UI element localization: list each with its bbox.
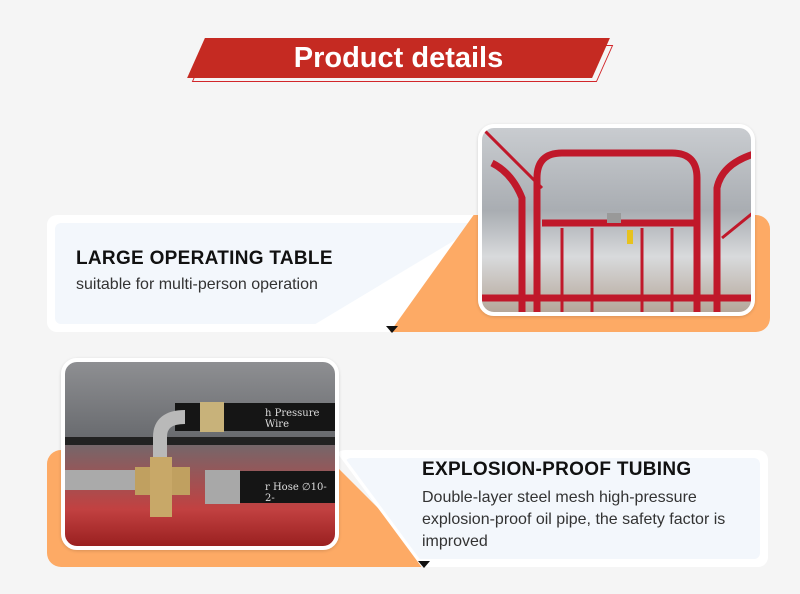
hose-photo: h Pressure Wire r Hose ∅10-2-: [61, 358, 339, 550]
platform-photo: [478, 124, 755, 316]
feature-desc-1: suitable for multi-person operation: [76, 276, 318, 293]
feature-title-1: LARGE OPERATING TABLE: [76, 248, 333, 269]
feature-desc-2: Double-layer steel mesh high-pressure ex…: [422, 489, 726, 550]
hose-print-1: h Pressure Wire: [265, 408, 320, 430]
feature-title-2: EXPLOSION-PROOF TUBING: [422, 459, 692, 480]
tri-marker-2: [418, 561, 430, 568]
hydraulic-hose-image: [65, 402, 335, 517]
platform-guardrail-image: [482, 128, 751, 312]
feature-card-2-inner: [345, 458, 760, 559]
page-title: Product details: [293, 42, 504, 74]
tri-marker-1: [386, 326, 398, 333]
hose-print-2: r Hose ∅10-2-: [265, 482, 327, 504]
